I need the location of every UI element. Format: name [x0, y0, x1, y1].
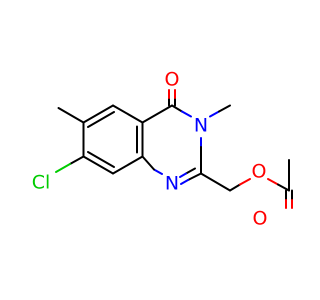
bond-ch2-o-black: [229, 183, 241, 192]
chemical-structure-diagram: O N N Cl O O: [32, 69, 293, 230]
bond-n3-methyl-blue: [209, 110, 220, 118]
bond-c8-c7-inner: [87, 151, 115, 168]
bond-c2-n1-blue: [180, 179, 189, 185]
atom-label-chlorine: Cl: [32, 172, 51, 194]
atom-labels: O N N Cl O O: [32, 69, 268, 230]
bond-c7-cl-green: [55, 163, 71, 173]
bond-o-cacyl-red: [267, 178, 279, 186]
bond-c8-c7: [82, 155, 114, 175]
bond-c8a-c8: [112, 155, 144, 175]
bond-c2-n1-inner-blue: [179, 172, 187, 178]
bond-n3-methyl-black: [218, 104, 231, 113]
atom-label-acetyl-oxygen: O: [253, 208, 268, 230]
bond-lines: [55, 89, 293, 209]
bond-c6-c5-inner: [87, 111, 115, 128]
atom-label-ring-nitrogen-1: N: [165, 173, 179, 195]
bond-c5-c4a: [112, 104, 144, 124]
bond-c7-cl-black: [69, 155, 85, 165]
bond-c2-ch2: [200, 172, 231, 192]
bond-n1-c8a-blue: [153, 168, 163, 175]
bond-c6-c5: [82, 104, 114, 124]
bond-c4-n3-black: [171, 104, 183, 113]
atom-label-carbonyl-oxygen: O: [165, 69, 180, 91]
atom-label-ester-oxygen: O: [252, 161, 267, 183]
bond-n1-c8a-black: [141, 155, 155, 171]
bond-c2-n1-black: [187, 172, 202, 181]
bond-c4-n3-blue: [181, 110, 192, 118]
atom-label-ring-nitrogen-3: N: [194, 115, 208, 137]
bond-ch2-o-red: [239, 178, 251, 186]
bond-o-cacyl-black: [277, 183, 290, 192]
methyl-6-bond: [57, 107, 85, 124]
bond-c4a-c4: [141, 104, 173, 124]
bond-c2-n1-inner-black: [185, 167, 196, 175]
